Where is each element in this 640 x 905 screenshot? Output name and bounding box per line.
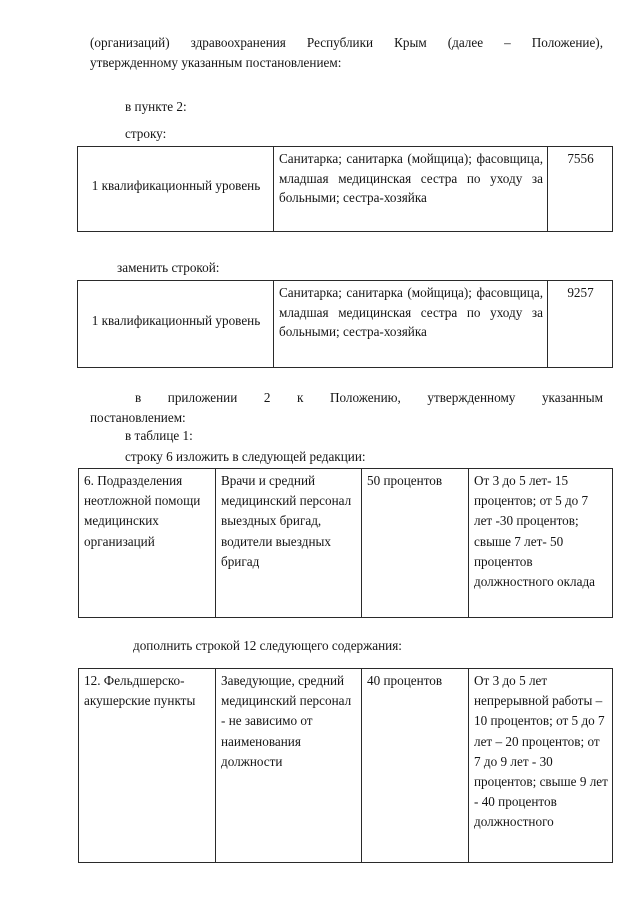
intro-line-2: утвержденному указанным постановлением: — [90, 55, 342, 70]
table-qualification-new: 1 квалификационный уровень Санитарка; са… — [77, 280, 613, 368]
table-row: 1 квалификационный уровень Санитарка; са… — [77, 146, 613, 232]
intro-item-point: в пункте 2: — [125, 99, 187, 114]
intro-item-row: строку: — [125, 126, 167, 141]
table-row: 12. Фельдшерско-акушерские пункты Заведу… — [78, 668, 613, 863]
table-row-6: 6. Подразделения неотложной помощи медиц… — [78, 468, 613, 618]
table-row-12: 12. Фельдшерско-акушерские пункты Заведу… — [78, 668, 613, 863]
table-row: 6. Подразделения неотложной помощи медиц… — [78, 468, 613, 618]
cell-staff: Заведующие, средний медицинский персонал… — [215, 668, 362, 863]
cell-qualification-level: 1 квалификационный уровень — [77, 280, 274, 368]
middle-line-3: в таблице 1: — [125, 428, 193, 443]
table-row: 1 квалификационный уровень Санитарка; са… — [77, 280, 613, 368]
cell-percent: 50 процентов — [361, 468, 469, 618]
middle-line-4: строку 6 изложить в следующей редакции: — [125, 449, 366, 464]
add-row-12-label: дополнить строкой 12 следующего содержан… — [133, 638, 402, 653]
cell-qualification-level: 1 квалификационный уровень — [77, 146, 274, 232]
cell-amount: 7556 — [547, 146, 613, 232]
intro-line-1: (организаций) здравоохранения Республики… — [90, 35, 603, 50]
table-qualification-old: 1 квалификационный уровень Санитарка; са… — [77, 146, 613, 232]
replace-with-row-label: заменить строкой: — [117, 260, 220, 275]
cell-unit: 6. Подразделения неотложной помощи медиц… — [78, 468, 216, 618]
cell-unit: 12. Фельдшерско-акушерские пункты — [78, 668, 216, 863]
middle-line-2: постановлением: — [90, 410, 186, 425]
cell-amount: 9257 — [547, 280, 613, 368]
cell-tenure: От 3 до 5 лет непрерывной работы – 10 пр… — [468, 668, 613, 863]
cell-positions: Санитарка; санитарка (мойщица); фасовщиц… — [273, 146, 548, 232]
cell-staff: Врачи и средний медицинский персонал вые… — [215, 468, 362, 618]
cell-positions: Санитарка; санитарка (мойщица); фасовщиц… — [273, 280, 548, 368]
cell-tenure: От 3 до 5 лет- 15 процентов; от 5 до 7 л… — [468, 468, 613, 618]
cell-percent: 40 процентов — [361, 668, 469, 863]
middle-line-1: в приложении 2 к Положению, утвержденном… — [135, 390, 603, 405]
